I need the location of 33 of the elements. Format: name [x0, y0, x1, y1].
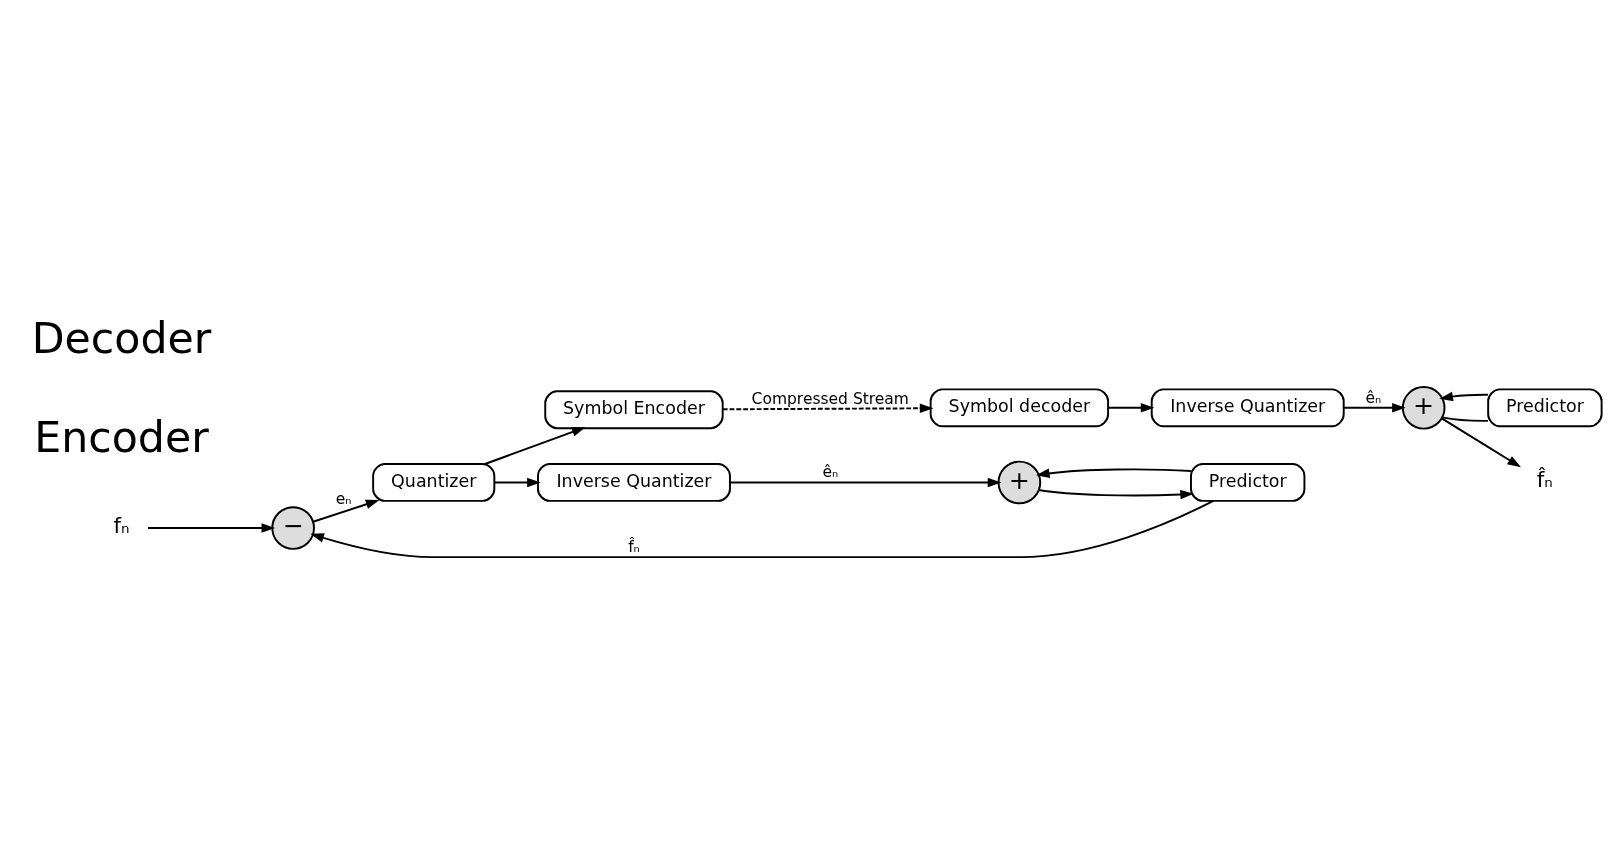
label: Decoder [31, 312, 212, 363]
edge-label: Compressed Stream [751, 389, 909, 408]
node-box: Inverse Quantizer [1150, 388, 1345, 428]
arrow [312, 499, 380, 523]
node-circle: + [1401, 386, 1446, 430]
arrow [729, 477, 1002, 488]
arrow [1440, 417, 1521, 468]
arrow [1107, 403, 1155, 413]
connector [1441, 416, 1489, 422]
arrow [1035, 468, 1192, 479]
arrow [1439, 391, 1489, 402]
node-box: Predictor [1190, 463, 1306, 502]
node-box: Inverse Quantizer [537, 463, 731, 502]
node-box: Quantizer [372, 463, 496, 502]
edge-label: f̂ₙ [628, 538, 640, 557]
node-box: Symbol Encoder [544, 390, 724, 430]
arrow [484, 427, 586, 465]
edge-label: eₙ [335, 489, 352, 508]
node-text: f̂ₙ [1536, 466, 1553, 492]
arrow [310, 499, 1215, 559]
arrow [493, 477, 541, 488]
node-circle: − [271, 506, 315, 550]
edge-label: êₙ [822, 463, 839, 482]
node-circle: + [997, 460, 1042, 505]
node-box: Symbol decoder [929, 388, 1110, 428]
edge-label: êₙ [1365, 388, 1382, 407]
node-text: fₙ [113, 513, 130, 539]
arrow [721, 403, 934, 414]
node-box: Predictor [1487, 388, 1603, 428]
arrow [1342, 403, 1406, 413]
arrow [146, 523, 276, 533]
label: Encoder [34, 411, 209, 462]
arrow [1037, 489, 1194, 500]
